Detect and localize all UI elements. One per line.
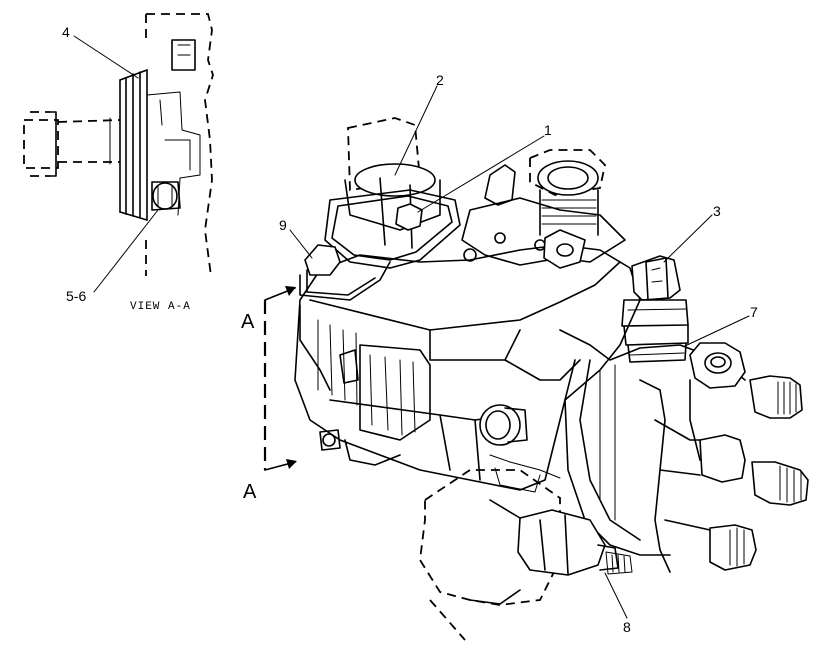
callout-2: 2 [394, 72, 444, 176]
callout-1-label: 1 [544, 122, 552, 138]
callout-8-label: 8 [623, 619, 631, 635]
callout-1: 1 [417, 122, 552, 213]
callout-5-6: 5-6 [66, 209, 159, 304]
callout-3: 3 [663, 203, 721, 263]
callout-7: 7 [684, 304, 758, 347]
section-view-indicator: A A [241, 286, 297, 503]
view-marker-upper: A [241, 311, 255, 333]
callout-4: 4 [62, 24, 139, 79]
callout-3-label: 3 [713, 203, 721, 219]
callout-9: 9 [279, 217, 313, 259]
callout-8: 8 [604, 572, 631, 635]
view-marker-lower: A [243, 481, 257, 503]
callout-9-label: 9 [279, 217, 287, 233]
callout-2-label: 2 [436, 72, 444, 88]
callout-5-6-label: 5-6 [66, 288, 86, 304]
callout-4-label: 4 [62, 24, 70, 40]
fuel-injection-pump [294, 117, 809, 641]
view-a-a-title: VIEW A-A [130, 301, 191, 313]
callout-7-label: 7 [750, 304, 758, 320]
inset-view-a-a [23, 13, 214, 277]
